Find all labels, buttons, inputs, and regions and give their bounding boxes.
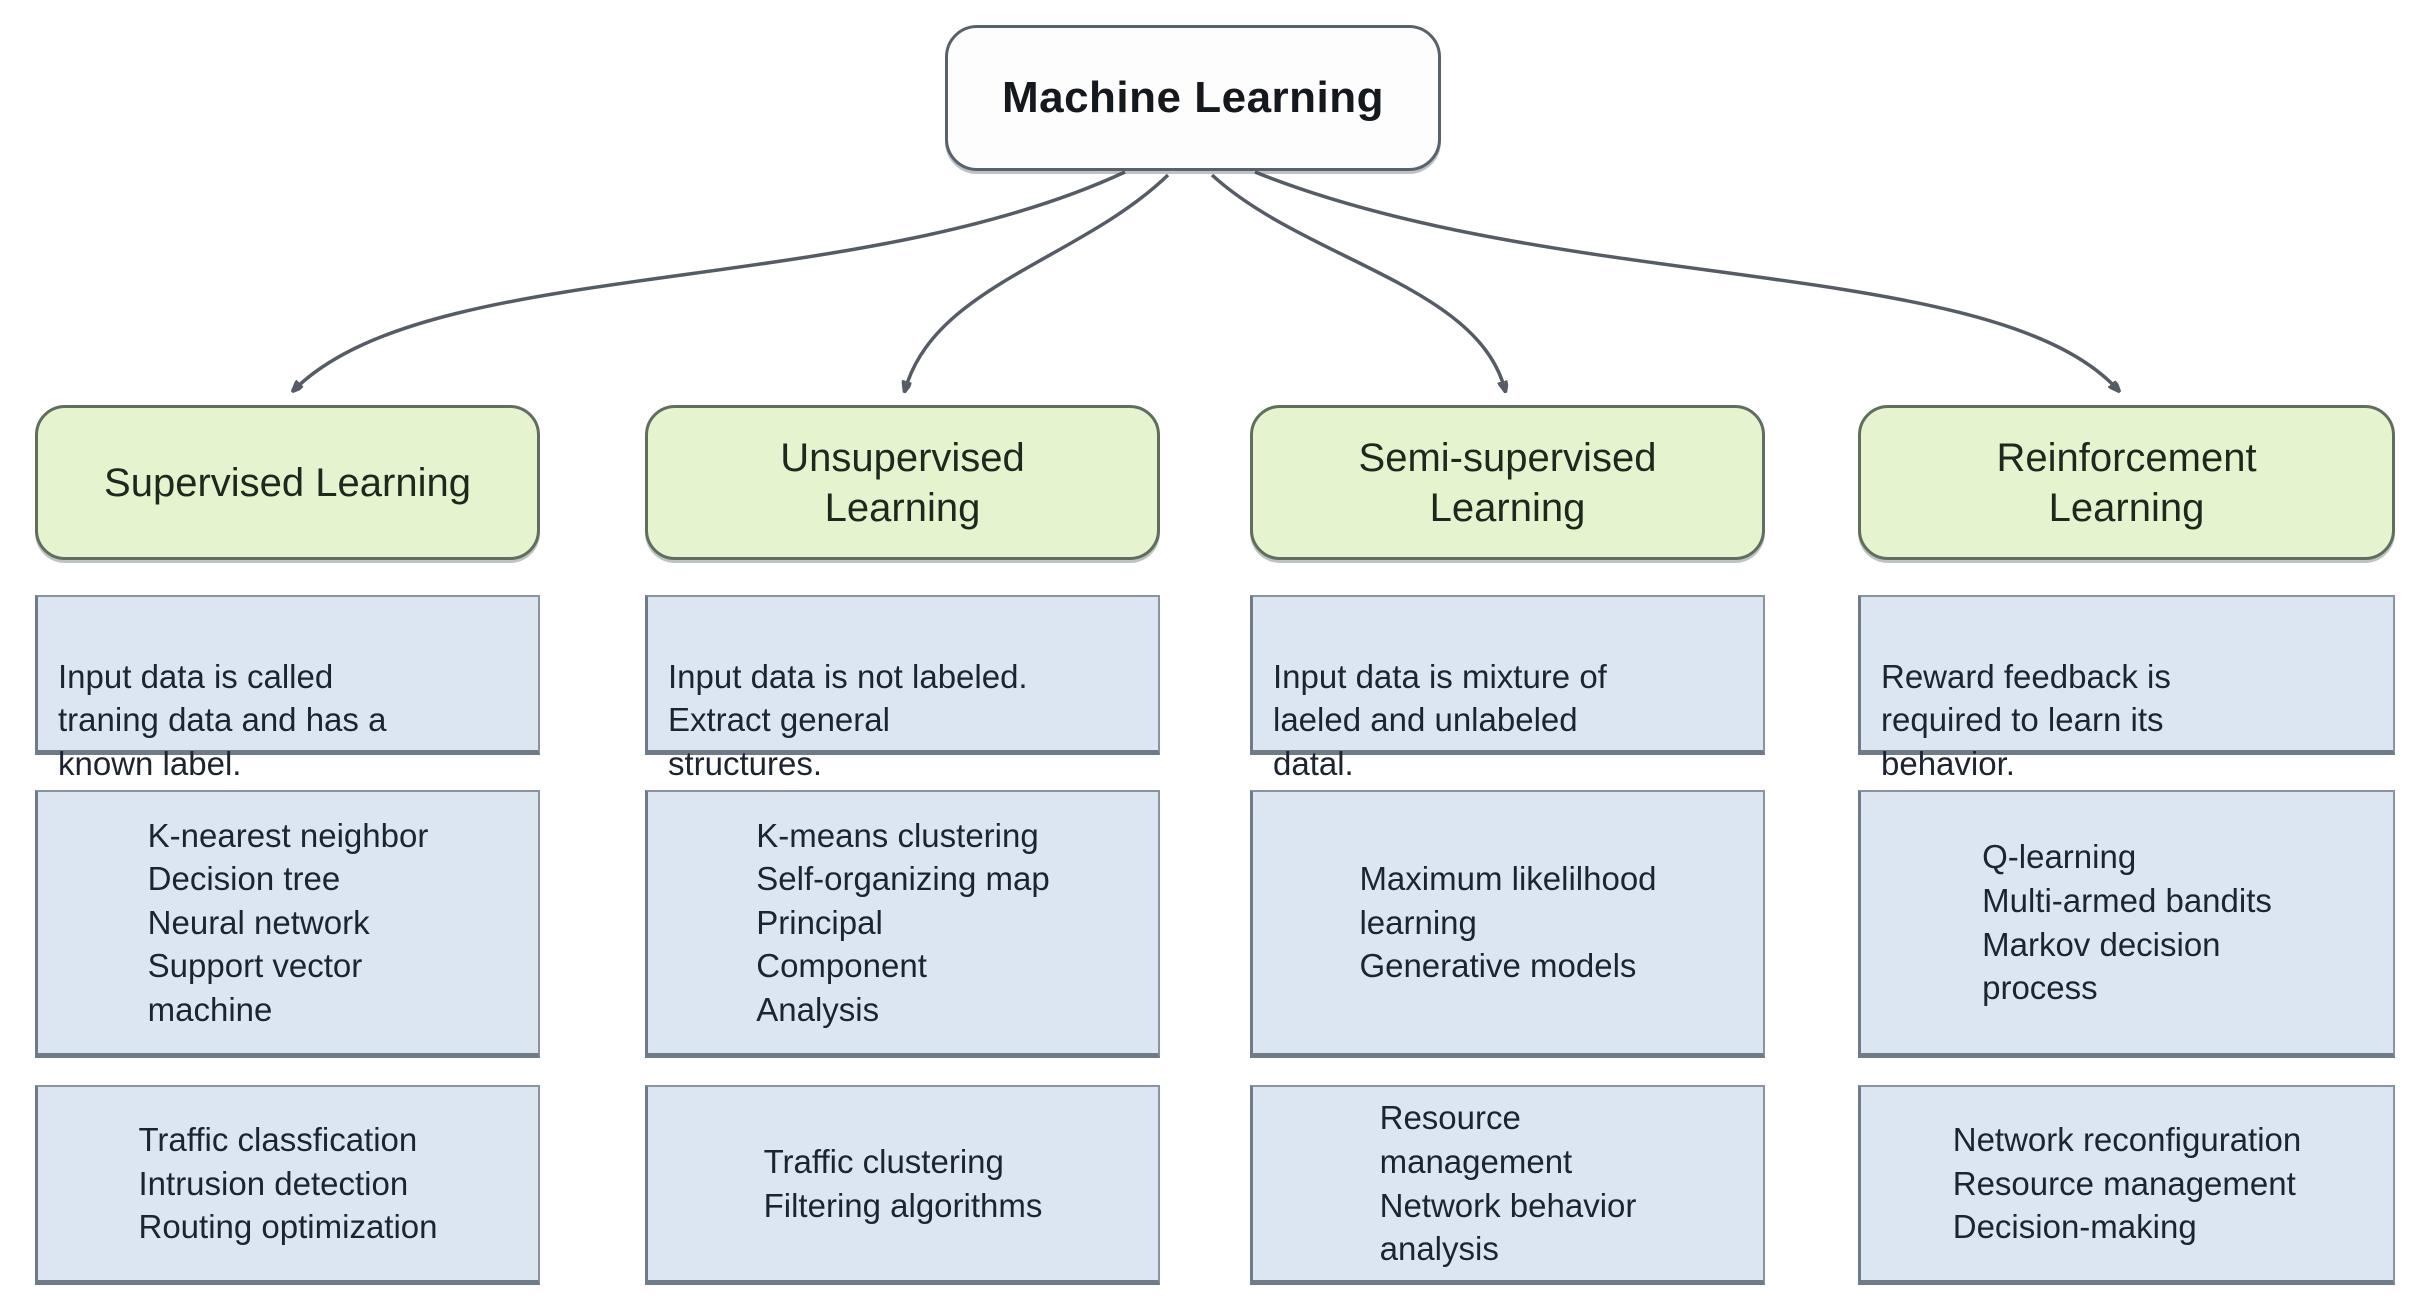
applications-node-supervised: Traffic classfication Intrusion detectio… [35, 1085, 540, 1285]
algorithms-text: K-nearest neighbor Decision tree Neural … [147, 816, 429, 1028]
category-label: Reinforcement Learning [1996, 435, 2257, 530]
algorithms-node-semi-supervised: Maximum likelilhood learning Generative … [1250, 790, 1765, 1058]
category-label: Unsupervised Learning [780, 435, 1025, 530]
category-label: Semi-supervised Learning [1358, 435, 1657, 530]
algorithms-text: K-means clustering Self-organizing map P… [756, 816, 1050, 1028]
category-node-unsupervised: Unsupervised Learning [645, 405, 1160, 560]
algorithms-node-reinforcement: Q-learning Multi-armed bandits Markov de… [1858, 790, 2395, 1058]
root-node-label: Machine Learning [1001, 73, 1385, 122]
arrow-to-reinforcement [1254, 170, 2118, 390]
description-node-unsupervised: Input data is not labeled. Extract gener… [645, 595, 1160, 782]
description-text: Input data is not labeled. Extract gener… [668, 657, 1028, 782]
algorithms-node-unsupervised: K-means clustering Self-organizing map P… [645, 790, 1160, 1058]
root-node-machine-learning: Machine Learning [945, 25, 1441, 171]
applications-text: Network reconfiguration Resource managem… [1952, 1121, 2302, 1246]
algorithms-text: Maximum likelilhood learning Generative … [1359, 860, 1657, 985]
category-label: Supervised Learning [104, 460, 471, 505]
applications-text: Resource management Network behavior ana… [1379, 1099, 1637, 1268]
description-node-semi-supervised: Input data is mixture of laeled and unla… [1250, 595, 1765, 782]
applications-node-reinforcement: Network reconfiguration Resource managem… [1858, 1085, 2395, 1285]
description-node-supervised: Input data is called traning data and ha… [35, 595, 540, 782]
description-node-reinforcement: Reward feedback is required to learn its… [1858, 595, 2395, 782]
description-text: Input data is mixture of laeled and unla… [1273, 657, 1607, 782]
category-node-semi-supervised: Semi-supervised Learning [1250, 405, 1765, 560]
applications-text: Traffic classfication Intrusion detectio… [138, 1121, 438, 1246]
description-text: Reward feedback is required to learn its… [1881, 657, 2171, 782]
applications-text: Traffic clustering Filtering algorithms [763, 1142, 1043, 1224]
column-semi-supervised: Semi-supervised Learning Input data is m… [1250, 405, 1765, 1315]
category-node-supervised: Supervised Learning [35, 405, 540, 560]
column-supervised: Supervised Learning Input data is called… [35, 405, 540, 1315]
arrow-to-unsupervised [905, 173, 1170, 390]
column-unsupervised: Unsupervised Learning Input data is not … [645, 405, 1160, 1315]
applications-node-unsupervised: Traffic clustering Filtering algorithms [645, 1085, 1160, 1285]
arrow-to-semi-supervised [1210, 173, 1505, 390]
description-text: Input data is called traning data and ha… [58, 657, 387, 782]
column-reinforcement: Reinforcement Learning Reward feedback i… [1858, 405, 2395, 1315]
applications-node-semi-supervised: Resource management Network behavior ana… [1250, 1085, 1765, 1285]
arrow-to-supervised [294, 170, 1126, 390]
category-node-reinforcement: Reinforcement Learning [1858, 405, 2395, 560]
algorithms-node-supervised: K-nearest neighbor Decision tree Neural … [35, 790, 540, 1058]
algorithms-text: Q-learning Multi-armed bandits Markov de… [1982, 838, 2272, 1007]
